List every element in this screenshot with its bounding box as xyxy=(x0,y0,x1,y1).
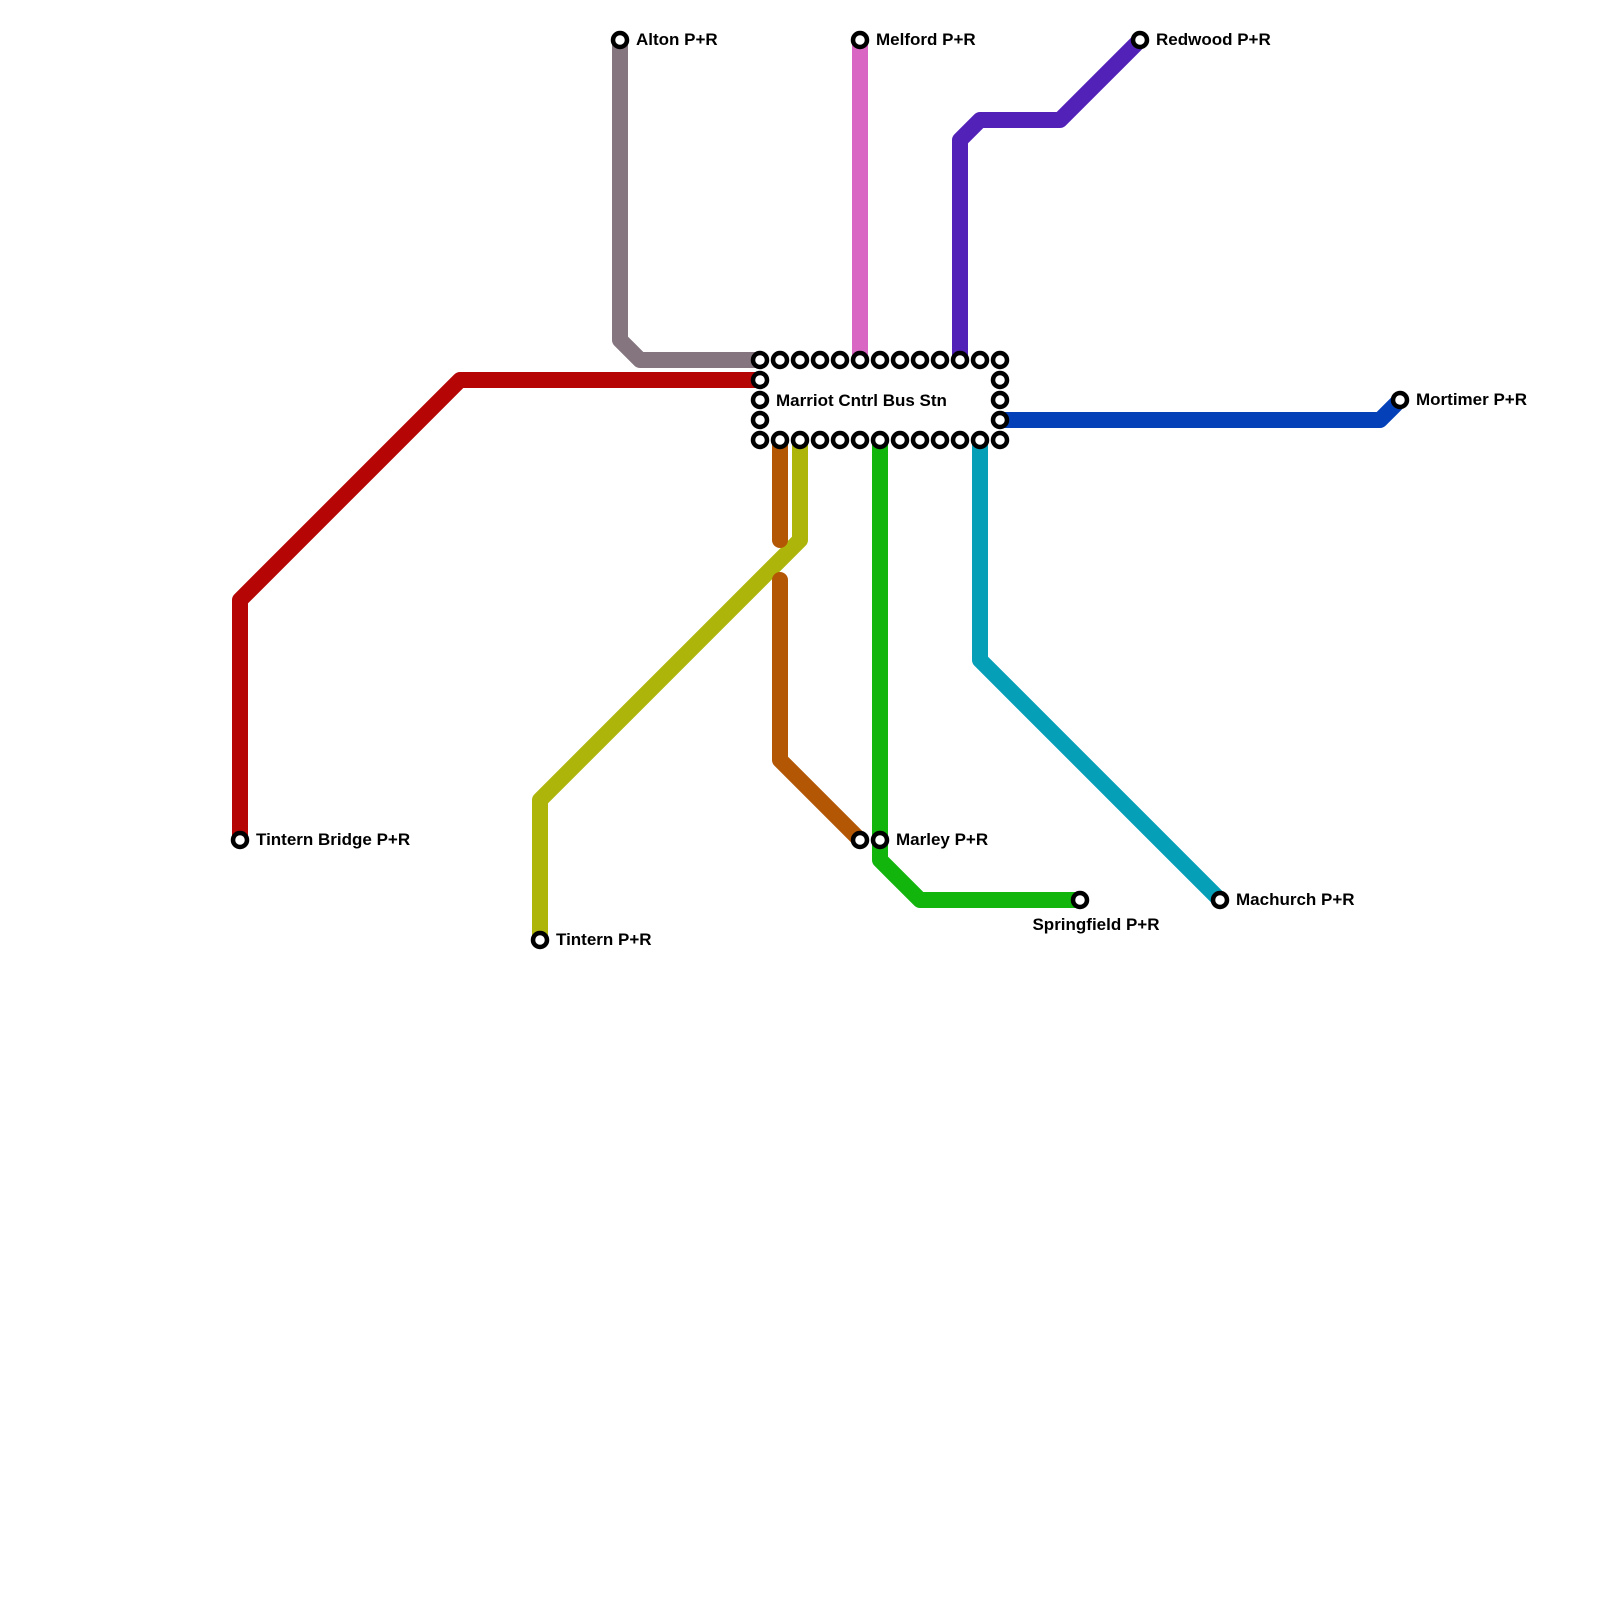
hub-stop-marker xyxy=(970,430,990,450)
hub-stop-marker xyxy=(990,390,1010,410)
hub-stop-marker xyxy=(830,350,850,370)
station-marker xyxy=(610,30,630,50)
station-label: Tintern Bridge P+R xyxy=(256,830,410,849)
hub-stop-marker xyxy=(750,390,770,410)
station-marker xyxy=(230,830,250,850)
hub-stop-marker xyxy=(750,430,770,450)
station-marker xyxy=(870,830,890,850)
station-marker xyxy=(1390,390,1410,410)
hub-stop-marker xyxy=(790,350,810,370)
hub-stop-marker xyxy=(810,350,830,370)
station-tintern-bridge[interactable]: Tintern Bridge P+R xyxy=(230,830,410,850)
hub-stop-marker xyxy=(890,430,910,450)
hub-stop-marker xyxy=(810,430,830,450)
hub-stop-marker xyxy=(990,370,1010,390)
hub-stop-marker xyxy=(770,430,790,450)
hub-station[interactable] xyxy=(750,350,1010,450)
station-springfield[interactable]: Springfield P+R xyxy=(1032,890,1160,934)
hub-stop-marker xyxy=(950,350,970,370)
hub-stop-marker xyxy=(870,350,890,370)
station-label: Springfield P+R xyxy=(1032,915,1159,934)
hub-stop-marker xyxy=(750,370,770,390)
station-marley[interactable]: Marley P+R xyxy=(850,830,988,850)
hub-stop-marker xyxy=(910,430,930,450)
hub-stop-marker xyxy=(890,350,910,370)
station-redwood[interactable]: Redwood P+R xyxy=(1130,30,1271,50)
station-label: Marley P+R xyxy=(896,830,988,849)
station-label: Tintern P+R xyxy=(556,930,652,949)
route-line-red xyxy=(232,372,768,848)
station-marker xyxy=(850,30,870,50)
hub-stop-marker xyxy=(950,430,970,450)
route-line-blue xyxy=(992,392,1408,428)
hub-stop-marker xyxy=(750,410,770,430)
station-mortimer[interactable]: Mortimer P+R xyxy=(1390,390,1527,410)
station-alton[interactable]: Alton P+R xyxy=(610,30,718,50)
station-label: Mortimer P+R xyxy=(1416,390,1527,409)
hub-stop-marker xyxy=(990,430,1010,450)
station-marker xyxy=(1070,890,1090,910)
station-label: Machurch P+R xyxy=(1236,890,1355,909)
hub-stop-marker xyxy=(910,350,930,370)
station-label: Alton P+R xyxy=(636,30,718,49)
route-line-olive xyxy=(532,432,808,948)
station-marker xyxy=(1130,30,1150,50)
hub-stop-marker xyxy=(850,350,870,370)
hub-stop-marker xyxy=(990,350,1010,370)
station-melford[interactable]: Melford P+R xyxy=(850,30,976,50)
station-label: Redwood P+R xyxy=(1156,30,1271,49)
hub-stop-marker xyxy=(930,350,950,370)
station-marker xyxy=(850,830,870,850)
station-label: Melford P+R xyxy=(876,30,976,49)
hub-station-label: Marriot Cntrl Bus Stn xyxy=(776,391,947,410)
hub-stop-marker xyxy=(850,430,870,450)
hub-stop-marker xyxy=(790,430,810,450)
hub-stop-marker xyxy=(970,350,990,370)
hub-stop-marker xyxy=(770,350,790,370)
station-marker xyxy=(530,930,550,950)
station-marker xyxy=(1210,890,1230,910)
station-tintern[interactable]: Tintern P+R xyxy=(530,930,652,950)
hub-stop-marker xyxy=(870,430,890,450)
route-line-teal xyxy=(972,432,1228,908)
route-line-purple xyxy=(952,32,1148,368)
hub-stop-marker xyxy=(830,430,850,450)
route-line-green xyxy=(872,432,1088,908)
route-line-brown-lower xyxy=(772,572,868,848)
station-machurch[interactable]: Machurch P+R xyxy=(1210,890,1355,910)
hub-stop-marker xyxy=(930,430,950,450)
hub-stop-marker xyxy=(750,350,770,370)
route-line-grey xyxy=(612,32,768,368)
hub-stop-marker xyxy=(990,410,1010,430)
